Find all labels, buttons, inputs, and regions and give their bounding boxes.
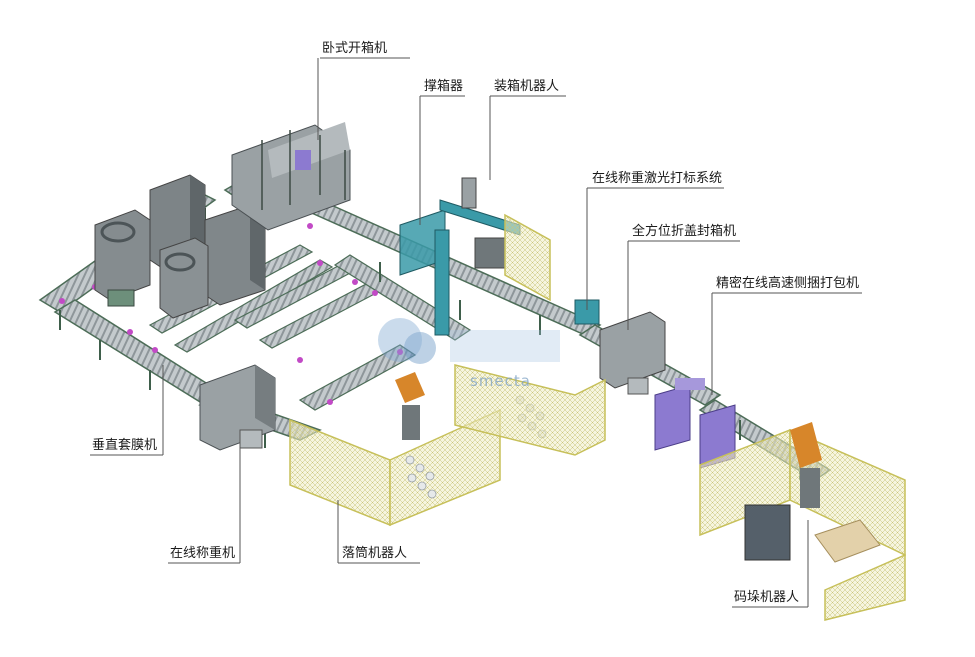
palletizing-zone [699, 422, 906, 621]
conveyor-inner-ring [298, 344, 417, 411]
label-case-opener: 撑箱器 [424, 79, 464, 94]
sealer-machine [574, 299, 666, 395]
packing-gantry [399, 177, 551, 336]
watermark-logo [378, 318, 560, 364]
film-wrapper-machine [199, 364, 276, 451]
watermark-text: smecta [470, 372, 531, 390]
label-palletizing-robot: 码垛机器人 [734, 590, 800, 605]
left-station-group [94, 174, 266, 319]
label-doffing-robot: 落筒机器人 [342, 546, 408, 561]
label-omni-flap-case-sealer: 全方位折盖封箱机 [632, 224, 737, 239]
label-online-weighing-machine: 在线称重机 [170, 546, 236, 561]
doffing-zone [289, 364, 606, 527]
label-precision-side-strapping-machine: 精密在线高速侧捆打包机 [716, 276, 860, 291]
label-case-packing-robot: 装箱机器人 [494, 79, 560, 94]
label-vertical-film-wrapper: 垂直套膜机 [92, 438, 158, 453]
leader-lines [90, 57, 862, 608]
label-horizontal-case-erector: 卧式开箱机 [322, 41, 388, 56]
conveyor-serpentine-2 [173, 259, 334, 353]
label-online-weighing-laser-marking: 在线称重激光打标系统 [592, 171, 723, 186]
case-erector-machine [231, 122, 351, 231]
